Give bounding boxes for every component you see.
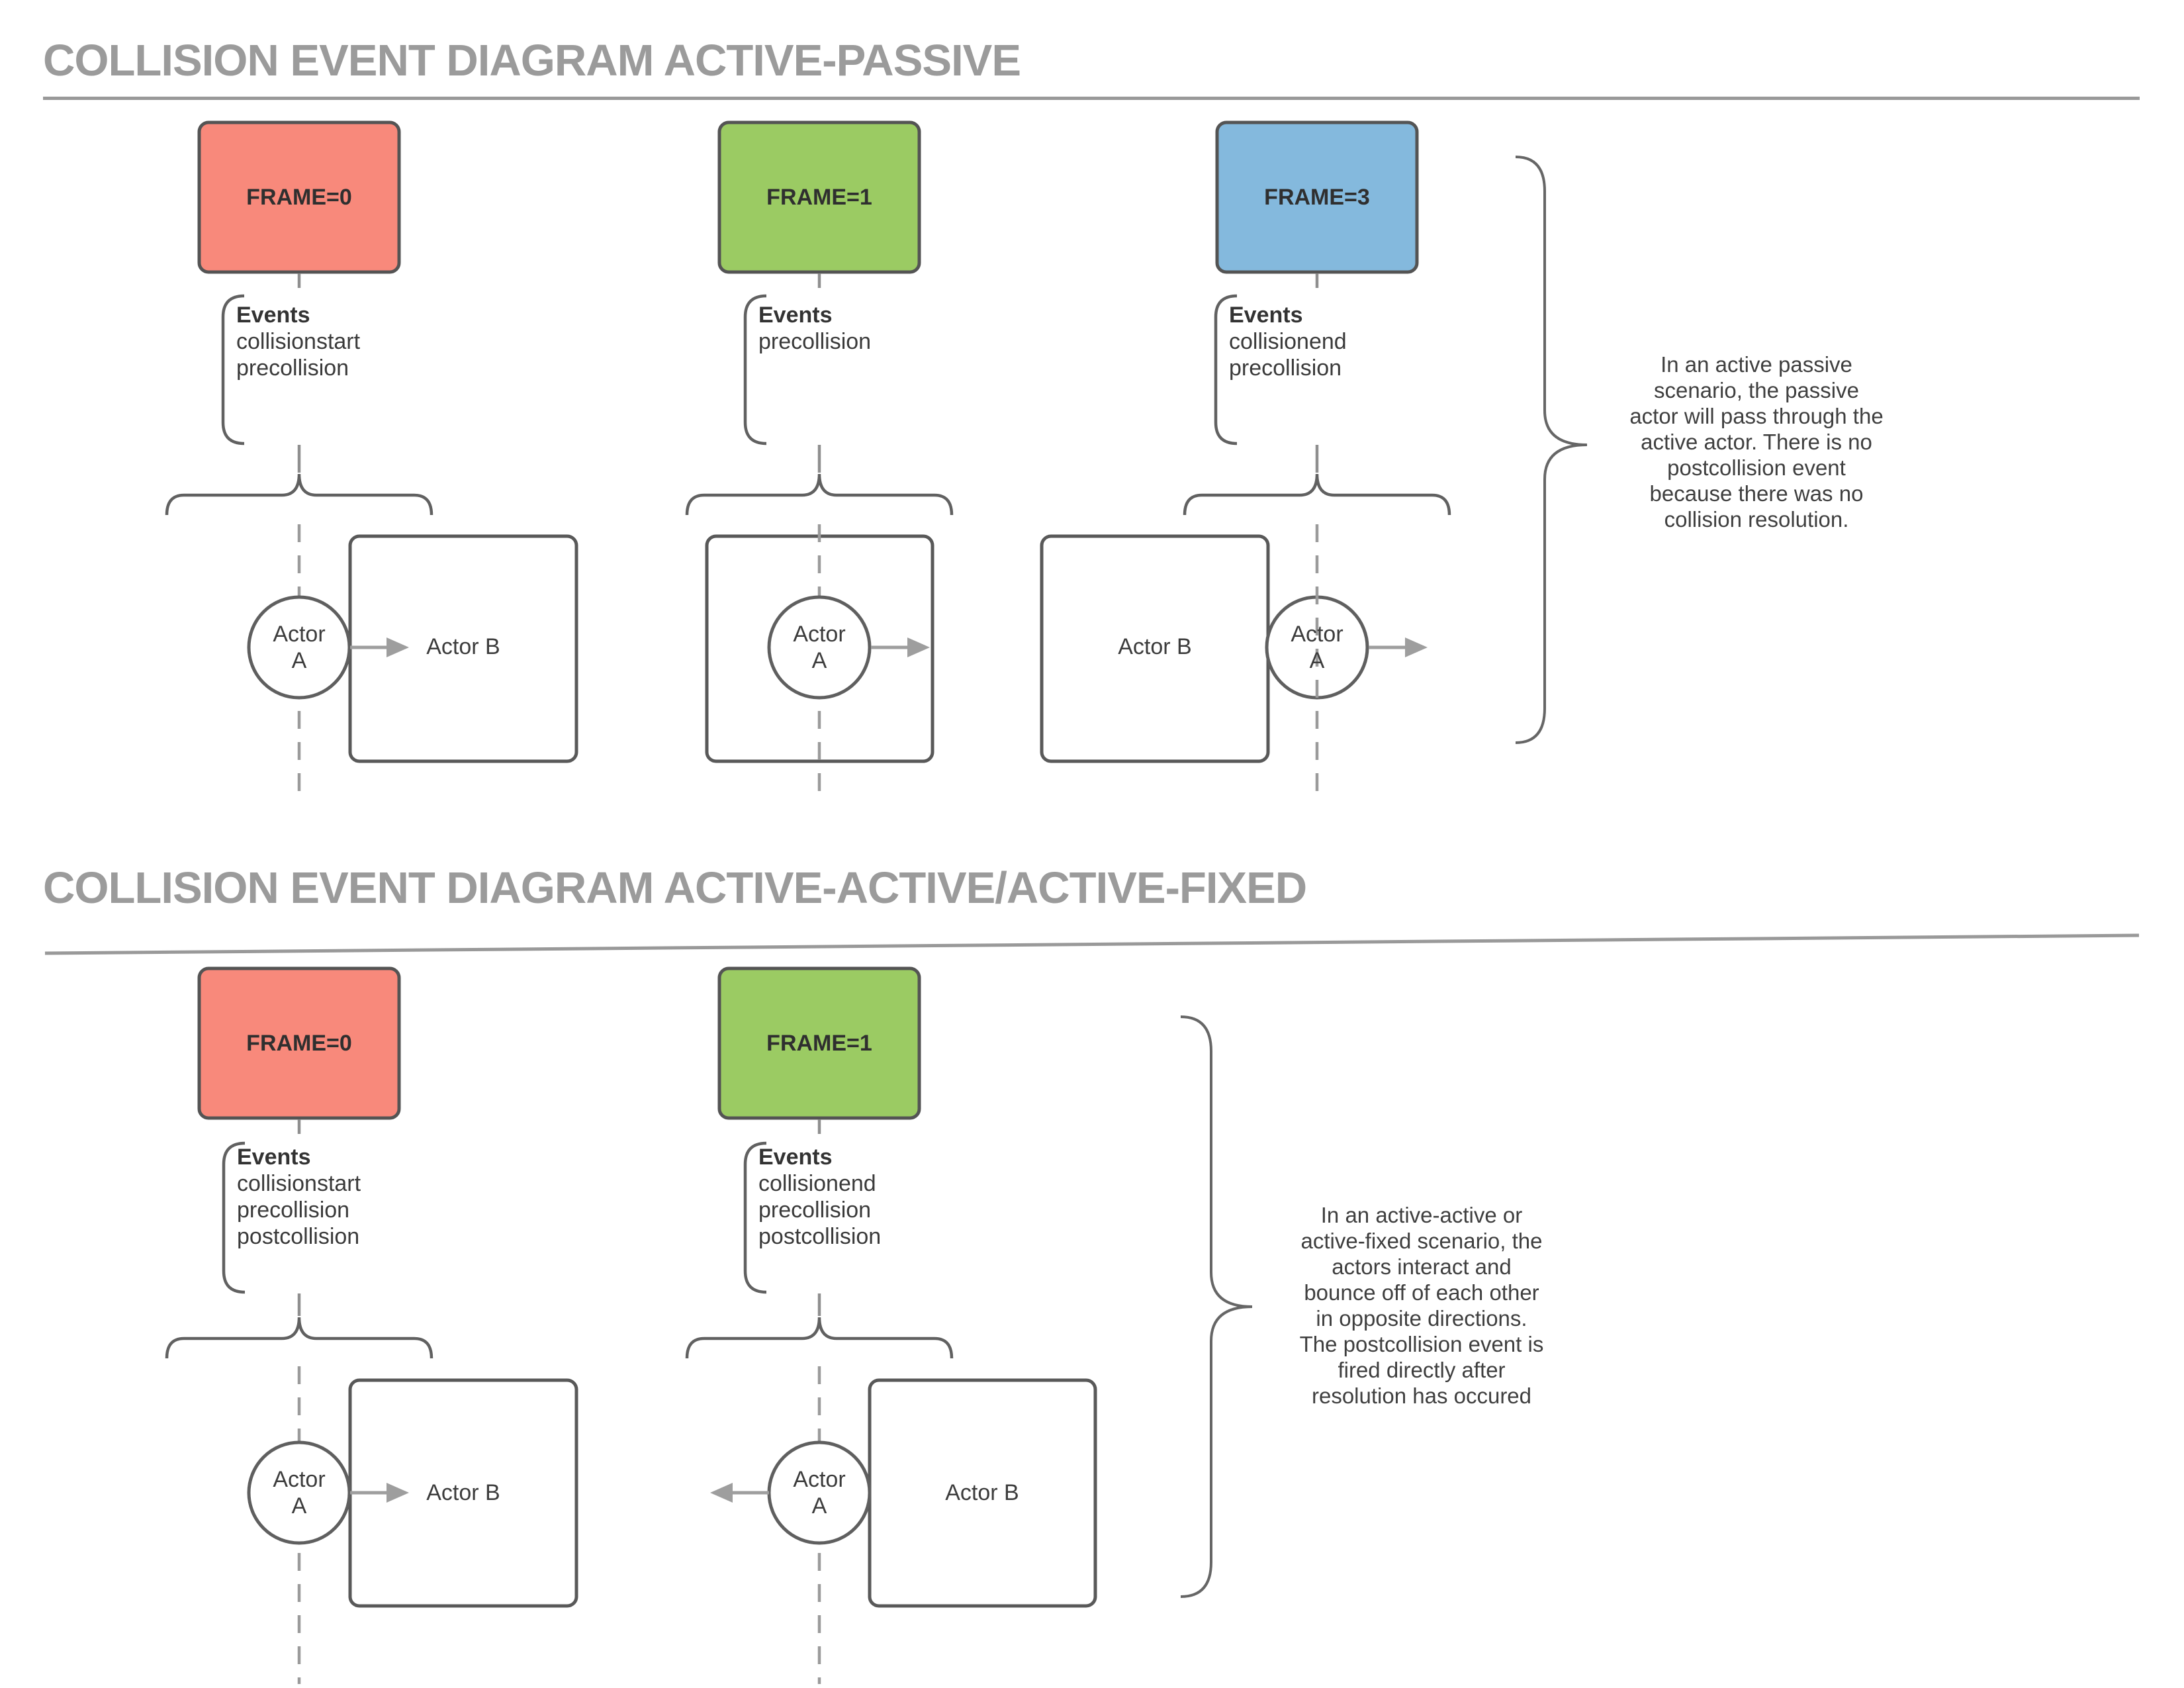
velocity-arrow-right-s1p1 <box>350 637 409 657</box>
note-active-passive: In an active passive scenario, the passi… <box>1629 352 1884 532</box>
frame-label-s2p2: FRAME=1 <box>766 1031 872 1056</box>
actor-a-label-s1p3: Actor A <box>1291 622 1343 673</box>
scope-brace-s1p3 <box>1183 473 1451 516</box>
actor-a-circle-s2p1 <box>247 1440 351 1545</box>
section2-divider-line <box>44 933 2140 955</box>
events-list-s1p3: Events collisionend precollision <box>1229 302 1347 381</box>
frame1-box-s1 <box>717 120 921 274</box>
scope-brace-s2p2 <box>685 1317 954 1359</box>
event-item: precollision <box>1229 355 1342 381</box>
note-active-active: In an active-active or active-fixed scen… <box>1299 1203 1544 1408</box>
actor-a-label-s1p2: Actor A <box>793 622 846 673</box>
velocity-arrow-right-s1p2 <box>871 637 930 657</box>
section2-title: COLLISION EVENT DIAGRAM ACTIVE-ACTIVE/AC… <box>43 863 1307 913</box>
frame-label-s1p1: FRAME=0 <box>246 185 352 210</box>
note-brace-s1 <box>1515 156 1588 744</box>
events-list-s1p2: Events precollision <box>758 302 871 355</box>
scope-brace-s2p1 <box>165 1317 433 1359</box>
frame-label-s2p1: FRAME=0 <box>246 1031 352 1056</box>
event-item: postcollision <box>758 1224 882 1249</box>
event-item: collisionend <box>1229 329 1347 354</box>
scope-brace-s1p2 <box>685 473 954 516</box>
velocity-arrow-right-s2p1 <box>350 1483 409 1503</box>
event-item: precollision <box>236 355 349 381</box>
event-item: collisionstart <box>237 1171 361 1196</box>
events-list-s2p1: Events collisionstart precollision postc… <box>237 1144 361 1250</box>
events-bracket-s1p3 <box>1214 294 1238 445</box>
event-item: postcollision <box>237 1224 360 1249</box>
section1-title: COLLISION EVENT DIAGRAM ACTIVE-PASSIVE <box>43 36 1021 85</box>
events-title: Events <box>236 303 310 328</box>
actor-b-label-s2p1: Actor B <box>426 1480 500 1505</box>
scope-brace-s1p1 <box>165 473 433 516</box>
velocity-arrow-left-s2p2 <box>710 1483 769 1503</box>
frame-label-s1p3: FRAME=3 <box>1264 185 1370 210</box>
actor-a-circle-s1p1 <box>247 595 351 700</box>
frame3-box-s1 <box>1215 120 1419 274</box>
event-item: precollision <box>758 1197 872 1223</box>
events-title: Events <box>1229 303 1303 328</box>
events-title: Events <box>237 1145 311 1170</box>
velocity-arrow-right-s1p3 <box>1369 637 1428 657</box>
events-bracket-s1p2 <box>743 294 767 445</box>
actor-a-label-s2p2: Actor A <box>793 1467 846 1519</box>
events-title: Events <box>758 1145 833 1170</box>
frame0-box-s1 <box>197 120 401 274</box>
note-brace-s2 <box>1180 1015 1253 1598</box>
actor-b-label-s1p3: Actor B <box>1118 634 1192 659</box>
events-title: Events <box>758 303 833 328</box>
actor-a-label-s1p1: Actor A <box>273 622 326 673</box>
actor-b-label-s2p2: Actor B <box>945 1480 1019 1505</box>
actor-a-circle-s1p2 <box>767 595 872 700</box>
events-list-s1p1: Events collisionstart precollision <box>236 302 360 381</box>
frame1-box-s2 <box>717 966 921 1120</box>
event-item: precollision <box>758 329 872 354</box>
events-list-s2p2: Events collisionend precollision postcol… <box>758 1144 881 1250</box>
events-bracket-s2p1 <box>222 1141 246 1294</box>
actor-b-label-s1p1: Actor B <box>426 634 500 659</box>
events-bracket-s1p1 <box>221 294 245 445</box>
frame-label-s1p2: FRAME=1 <box>766 185 872 210</box>
frame0-box-s2 <box>197 966 401 1120</box>
event-item: collisionend <box>758 1171 876 1196</box>
event-item: collisionstart <box>236 329 361 354</box>
event-item: precollision <box>237 1197 350 1223</box>
actor-a-label-s2p1: Actor A <box>273 1467 326 1519</box>
events-bracket-s2p2 <box>743 1141 767 1294</box>
section1-divider-line <box>43 97 2140 100</box>
